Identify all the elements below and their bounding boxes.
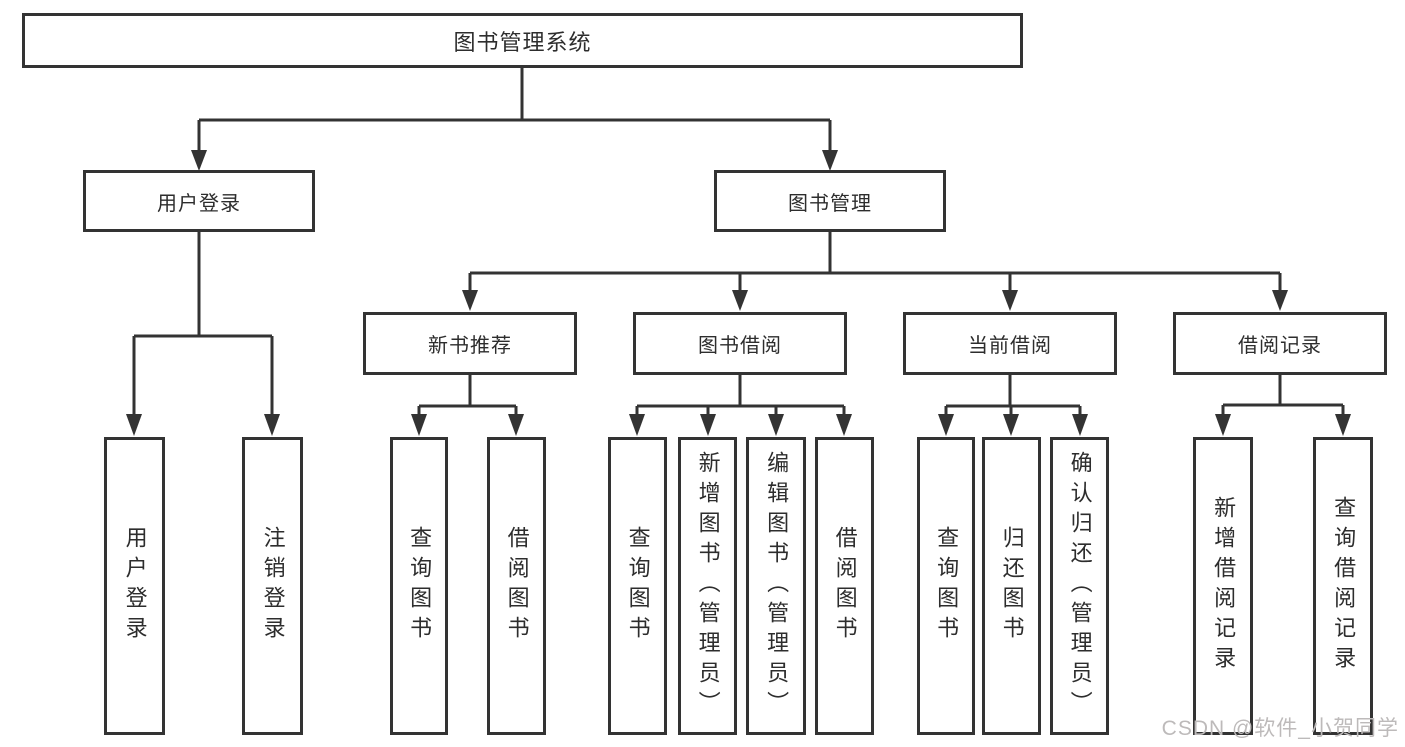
leaf-current-query-books: 查询图书 [917, 437, 975, 735]
leaf-label: 查询借阅记录 [1331, 496, 1357, 676]
node-library-system: 图书管理系统 [22, 13, 1023, 68]
leaf-query-borrow-record: 查询借阅记录 [1313, 437, 1373, 735]
leaf-borrow-books: 借阅图书 [815, 437, 874, 735]
arrowhead [1002, 290, 1018, 311]
node-book-borrow: 图书借阅 [633, 312, 847, 375]
connector-recommend-split [417, 375, 518, 416]
arrowhead [1003, 414, 1019, 436]
leaf-edit-books-admin: 编辑图书（管理员） [746, 437, 806, 735]
node-borrow-records: 借阅记录 [1173, 312, 1387, 375]
leaf-label: 归还图书 [999, 526, 1025, 646]
leaf-label: 用户登录 [122, 526, 148, 646]
node-book-management: 图书管理 [714, 170, 946, 232]
arrowhead [462, 290, 478, 311]
arrowhead [700, 414, 716, 436]
arrowhead [938, 414, 954, 436]
leaf-label: 查询图书 [625, 526, 651, 646]
arrowhead [629, 414, 645, 436]
leaf-add-borrow-record: 新增借阅记录 [1193, 437, 1253, 735]
leaf-label: 借阅图书 [504, 526, 530, 646]
arrowhead [411, 414, 427, 436]
arrowhead [508, 414, 524, 436]
arrowhead [1215, 414, 1231, 436]
node-new-book-recommend: 新书推荐 [363, 312, 577, 375]
leaf-user-login: 用户登录 [104, 437, 165, 735]
leaf-recommend-query-books: 查询图书 [390, 437, 448, 735]
leaf-return-books: 归还图书 [982, 437, 1041, 735]
arrowhead [1335, 414, 1351, 436]
leaf-label: 新增图书（管理员） [695, 451, 721, 721]
connector-records-split [1221, 375, 1345, 416]
leaf-label: 确认归还（管理员） [1067, 451, 1093, 721]
arrowhead [768, 414, 784, 436]
leaf-logout: 注销登录 [242, 437, 303, 735]
connector-book-management-split [468, 232, 1282, 292]
arrowhead [732, 290, 748, 311]
leaf-add-books-admin: 新增图书（管理员） [678, 437, 737, 735]
connector-borrow-split [635, 375, 846, 416]
connector-user-login-split [132, 232, 274, 416]
arrowhead [822, 150, 838, 171]
node-user-login: 用户登录 [83, 170, 315, 232]
arrowhead [1272, 290, 1288, 311]
arrowhead [191, 150, 207, 171]
leaf-label: 查询图书 [934, 526, 960, 646]
connector-root-split [197, 68, 832, 152]
leaf-recommend-borrow-books: 借阅图书 [487, 437, 546, 735]
leaf-label: 注销登录 [260, 526, 286, 646]
leaf-confirm-return-admin: 确认归还（管理员） [1050, 437, 1109, 735]
arrowhead [836, 414, 852, 436]
leaf-borrow-query-books: 查询图书 [608, 437, 667, 735]
arrowhead [1072, 414, 1088, 436]
leaf-label: 新增借阅记录 [1211, 496, 1237, 676]
arrowhead [126, 414, 142, 436]
connector-current-split [944, 375, 1082, 416]
leaf-label: 编辑图书（管理员） [764, 451, 790, 721]
node-current-borrow: 当前借阅 [903, 312, 1117, 375]
leaf-label: 借阅图书 [832, 526, 858, 646]
leaf-label: 查询图书 [407, 526, 433, 646]
arrowhead [264, 414, 280, 436]
